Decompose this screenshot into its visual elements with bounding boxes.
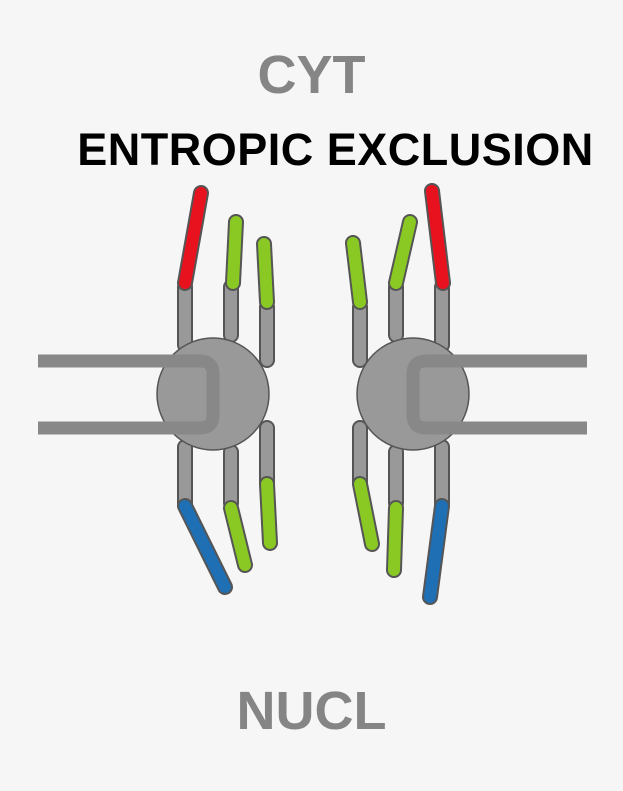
right-fg-repeats-bottom bbox=[352, 476, 450, 605]
left-pore-complex bbox=[150, 185, 278, 595]
right-pore-complex bbox=[345, 183, 476, 605]
compartment-label-nucleus: NUCL bbox=[236, 681, 387, 741]
compartment-label-cytoplasm: CYT bbox=[257, 45, 366, 105]
left-fg-repeats-top bbox=[177, 185, 275, 310]
right-fg-repeats-top bbox=[345, 183, 451, 310]
left-channel-bracket bbox=[150, 354, 220, 435]
diagram-title: ENTROPIC EXCLUSION bbox=[77, 124, 594, 175]
left-fg-repeats-bottom bbox=[177, 476, 278, 595]
right-channel-bracket bbox=[406, 354, 476, 435]
